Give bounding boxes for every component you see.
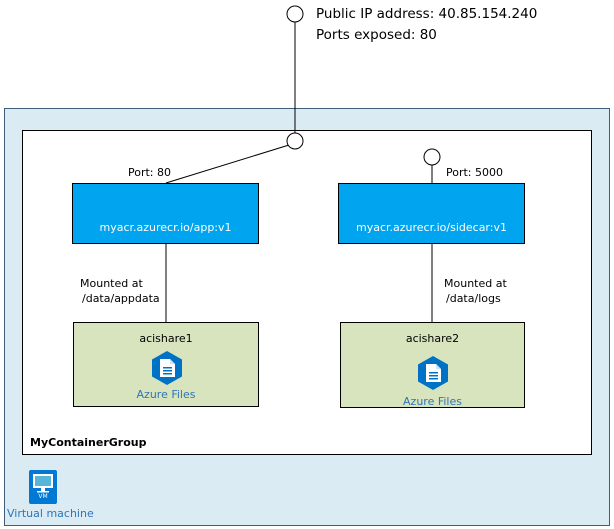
public-ip-endpoint <box>286 5 304 23</box>
app-port-label: Port: 80 <box>128 166 172 179</box>
container-group-label: MyContainerGroup <box>30 436 147 449</box>
virtual-machine-icon: VM <box>29 470 57 504</box>
acishare1-name: acishare1 <box>139 332 193 345</box>
sidecar-container-image: myacr.azurecr.io/sidecar:v1 <box>356 221 507 234</box>
group-port-endpoint <box>286 132 304 150</box>
app-container-image: myacr.azurecr.io/app:v1 <box>99 221 232 234</box>
sidecar-port-endpoint <box>423 148 441 166</box>
app-mount-path: /data/appdata <box>82 292 160 305</box>
vm-badge: VM <box>38 493 48 500</box>
app-mount-label: Mounted at <box>80 277 143 290</box>
app-container[interactable]: myacr.azurecr.io/app:v1 <box>72 183 259 244</box>
sidecar-port-label: Port: 5000 <box>446 166 504 179</box>
virtual-machine-label: Virtual machine <box>7 507 94 520</box>
acishare1-service: Azure Files <box>136 388 196 401</box>
azure-files-icon <box>418 356 448 390</box>
acishare2-service: Azure Files <box>403 395 462 408</box>
public-ip-address-text: Public IP address: 40.85.154.240 <box>316 6 538 22</box>
sidecar-mount-path: /data/logs <box>446 292 501 305</box>
sidecar-mount-label: Mounted at <box>444 277 507 290</box>
azure-files-icon <box>152 351 182 385</box>
ports-exposed-text: Ports exposed: 80 <box>316 27 437 43</box>
sidecar-container[interactable]: myacr.azurecr.io/sidecar:v1 <box>338 183 525 244</box>
acishare1-box[interactable]: acishare1 Azure Files <box>73 322 259 407</box>
group-to-app-line <box>165 144 290 184</box>
acishare2-box[interactable]: acishare2 Azure Files <box>340 322 525 408</box>
acishare2-name: acishare2 <box>405 332 460 345</box>
